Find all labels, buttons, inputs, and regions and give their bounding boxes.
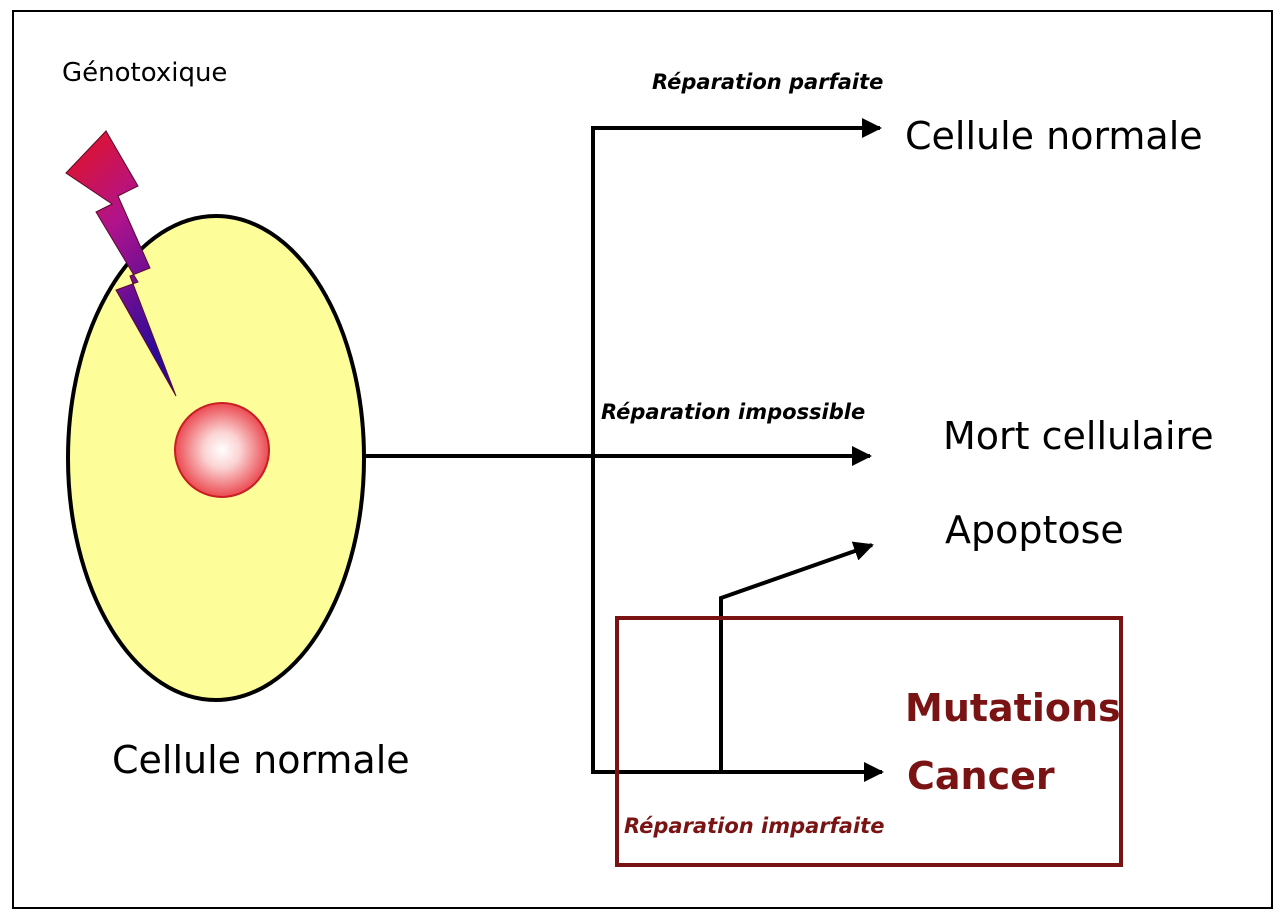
edge-label-perfect-repair: Réparation parfaite xyxy=(652,70,883,94)
outcome-normal-cell: Cellule normale xyxy=(905,114,1203,158)
edge-label-impossible-repair: Réparation impossible xyxy=(601,400,865,424)
outcome-apoptosis: Apoptose xyxy=(945,508,1124,552)
agent-label: Génotoxique xyxy=(62,58,227,88)
outcome-cell-death: Mort cellulaire xyxy=(943,414,1214,458)
nucleus-shape xyxy=(175,403,269,497)
arrow-to-apoptosis xyxy=(721,545,872,772)
outcome-cancer: Cancer xyxy=(907,754,1055,798)
outcome-mutations: Mutations xyxy=(905,686,1121,730)
cell-label: Cellule normale xyxy=(112,738,410,782)
edge-label-imperfect-repair: Réparation imparfaite xyxy=(624,814,884,838)
